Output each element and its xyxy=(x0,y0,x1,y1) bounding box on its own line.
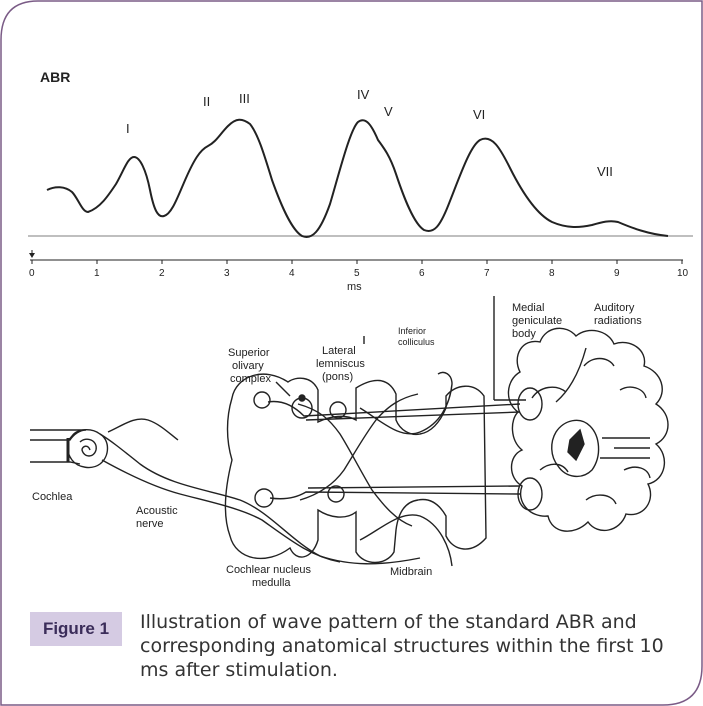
tick-9: 9 xyxy=(614,268,620,279)
label-lateral-lemniscus-2: lemniscus xyxy=(316,358,365,370)
label-superior-olivary-2: olivary xyxy=(232,360,264,372)
abr-figure: ABR I II III IV V VI VII 0 1 2 3 4 5 6 7… xyxy=(0,0,703,600)
label-lateral-lemniscus-1: Lateral xyxy=(322,345,356,357)
axis-unit-label: ms xyxy=(347,281,362,293)
label-acoustic-nerve-2: nerve xyxy=(136,518,164,530)
label-inferior-colliculus-1: Inferior xyxy=(398,326,426,336)
tick-5: 5 xyxy=(354,268,360,279)
tick-2: 2 xyxy=(159,268,165,279)
label-cochlear-nucleus-2: medulla xyxy=(252,577,291,589)
label-lateral-lemniscus-3: (pons) xyxy=(322,371,353,383)
tick-4: 4 xyxy=(289,268,295,279)
tick-1: 1 xyxy=(94,268,100,279)
label-cochlea: Cochlea xyxy=(32,491,73,503)
tick-8: 8 xyxy=(549,268,555,279)
wave-label-III: III xyxy=(239,91,250,106)
label-medial-geniculate-2: geniculate xyxy=(512,315,562,327)
tick-0: 0 xyxy=(29,268,35,279)
time-axis-ticks xyxy=(32,260,682,264)
wave-label-VII: VII xyxy=(597,164,613,179)
abr-waveform xyxy=(47,120,668,237)
brainstem-outline xyxy=(226,374,486,562)
time-axis-arrow xyxy=(29,250,35,258)
figure-badge: Figure 1 xyxy=(30,612,122,646)
label-cochlear-nucleus-1: Cochlear nucleus xyxy=(226,564,311,576)
label-superior-olivary-3: complex xyxy=(230,373,271,385)
wave-label-II: II xyxy=(203,94,210,109)
tick-6: 6 xyxy=(419,268,425,279)
caption-text: Illustration of wave pattern of the stan… xyxy=(140,610,690,682)
label-acoustic-nerve-1: Acoustic xyxy=(136,505,178,517)
figure-caption: Figure 1 Illustration of wave pattern of… xyxy=(30,607,690,697)
cortex-outline xyxy=(508,328,668,531)
anatomy-drawing xyxy=(30,296,668,566)
acoustic-nerve xyxy=(100,434,420,564)
tick-10: 10 xyxy=(677,268,689,279)
label-auditory-radiations-1: Auditory xyxy=(594,302,635,314)
wave-label-VI: VI xyxy=(473,107,485,122)
label-medial-geniculate-1: Medial xyxy=(512,302,544,314)
tick-7: 7 xyxy=(484,268,490,279)
tick-3: 3 xyxy=(224,268,230,279)
label-midbrain: Midbrain xyxy=(390,566,432,578)
wave-label-IV: IV xyxy=(357,87,370,102)
label-auditory-radiations-2: radiations xyxy=(594,315,642,327)
wave-label-I: I xyxy=(126,121,130,136)
label-medial-geniculate-3: body xyxy=(512,328,536,340)
abr-panel-label: ABR xyxy=(40,69,70,85)
label-superior-olivary-1: Superior xyxy=(228,347,270,359)
wave-label-V: V xyxy=(384,104,393,119)
label-inferior-colliculus-2: colliculus xyxy=(398,337,435,347)
